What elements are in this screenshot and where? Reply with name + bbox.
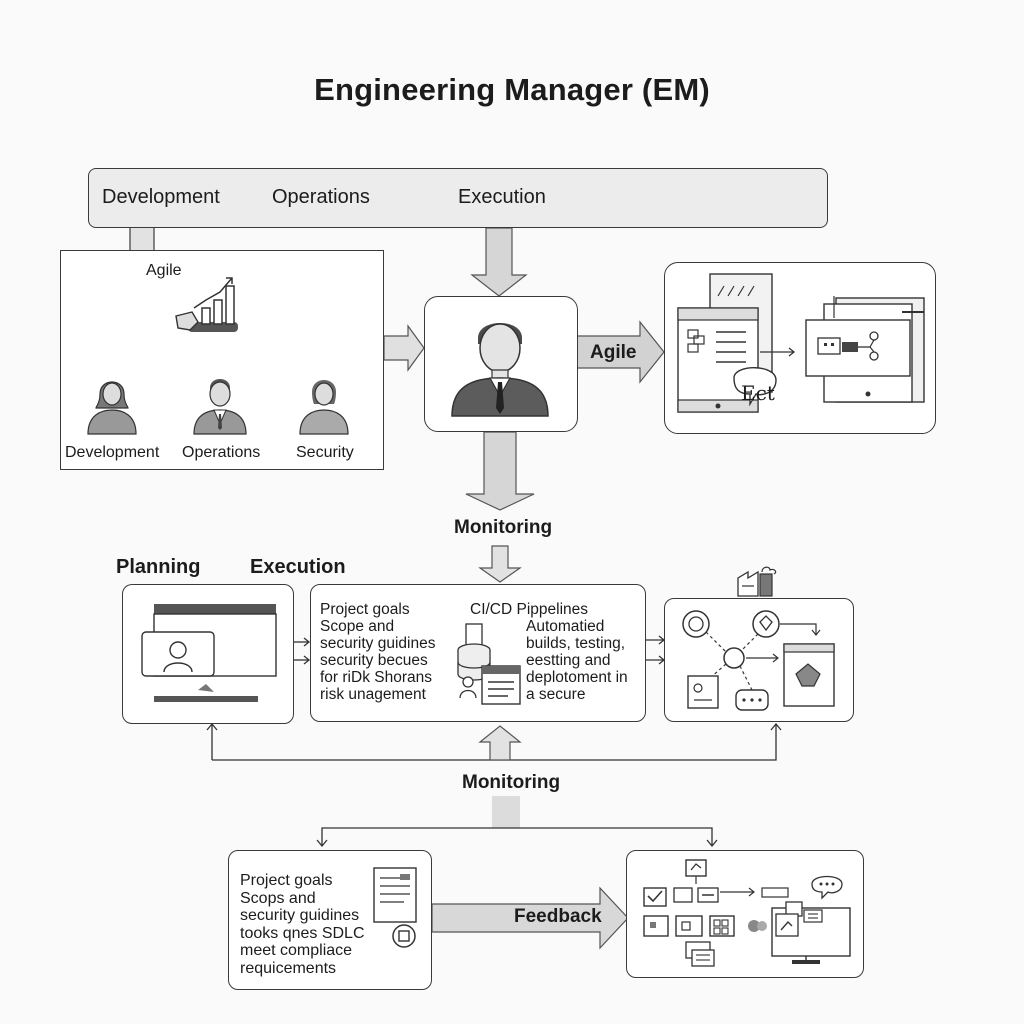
text-line: requicements: [240, 959, 337, 977]
compliance-text: Project goals Scops and security guidine…: [240, 872, 365, 977]
team-agile-label: Agile: [146, 262, 182, 279]
top-category-bar: [88, 168, 828, 228]
text-line: risk unagement: [320, 686, 426, 703]
text-line: Scope and: [320, 618, 395, 635]
text-line: Automatied: [526, 618, 605, 635]
planning-label: Planning: [116, 556, 201, 578]
execution-right-text: Automatied builds, testing, eestting and…: [526, 618, 628, 703]
growth-chart-icon: [175, 277, 238, 332]
execution-label: Execution: [250, 556, 346, 578]
text-line: Project goals: [240, 872, 333, 889]
text-line: builds, testing,: [526, 635, 626, 652]
text-line: Project goals: [320, 601, 410, 618]
monitoring-stem: [492, 796, 520, 828]
role-label-development: Development: [65, 444, 160, 461]
text-line: deplotoment in: [526, 669, 628, 686]
dashboard-icon: [677, 273, 925, 413]
top-bar-label-execution: Execution: [458, 186, 546, 208]
execution-left-text: Project goals Scope and security guidine…: [320, 601, 435, 703]
monitoring-label-2: Monitoring: [462, 772, 561, 793]
agile-arrow-label: Agile: [590, 342, 637, 363]
person-icon: [87, 381, 137, 435]
top-bar-label-development: Development: [102, 186, 220, 208]
text-line: security guidines: [320, 635, 436, 652]
monitoring-down-arrow-2: [478, 545, 522, 583]
text-line: tooks qnes SDLC: [240, 924, 365, 942]
diagram-title: Engineering Manager (EM): [314, 72, 710, 107]
text-line: for riDk Shorans: [320, 669, 432, 686]
monitoring-down-arrow-1: [465, 431, 535, 511]
factory-icon: [737, 566, 777, 597]
agile-right-arrow: [575, 320, 665, 384]
person-icon: [299, 380, 349, 435]
document-icon: [373, 867, 417, 948]
monitor-icon: [141, 604, 277, 702]
manager-icon: [451, 323, 549, 417]
text-line: Scops and: [240, 889, 316, 907]
workflow-icon: [643, 859, 851, 967]
feedback-label: Feedback: [514, 906, 602, 927]
cicd-title: CI/CD Pippelines: [470, 601, 589, 618]
person-icon: [193, 379, 247, 435]
arrow-into-manager: [383, 324, 425, 372]
monitoring-up-arrow: [478, 725, 522, 761]
document-icon: [481, 665, 521, 705]
feedback-loop-lines: [206, 722, 782, 761]
role-label-operations: Operations: [182, 444, 261, 461]
chat-bubble-text: Ect: [741, 381, 775, 405]
top-bar-label-operations: Operations: [272, 186, 370, 208]
role-label-security: Security: [296, 444, 354, 461]
bottom-split-lines: [316, 827, 718, 848]
text-line: security becues: [320, 652, 428, 669]
text-line: a secure: [526, 686, 586, 703]
text-line: eestting and: [526, 652, 611, 669]
text-line: meet compliace: [240, 942, 353, 959]
top-bar-stem-left: [129, 225, 155, 253]
network-icon: [682, 610, 835, 711]
execution-down-arrow: [470, 227, 528, 297]
text-line: security guidines: [240, 907, 360, 924]
monitoring-label-1: Monitoring: [454, 517, 553, 538]
feedback-arrow: [431, 886, 629, 950]
